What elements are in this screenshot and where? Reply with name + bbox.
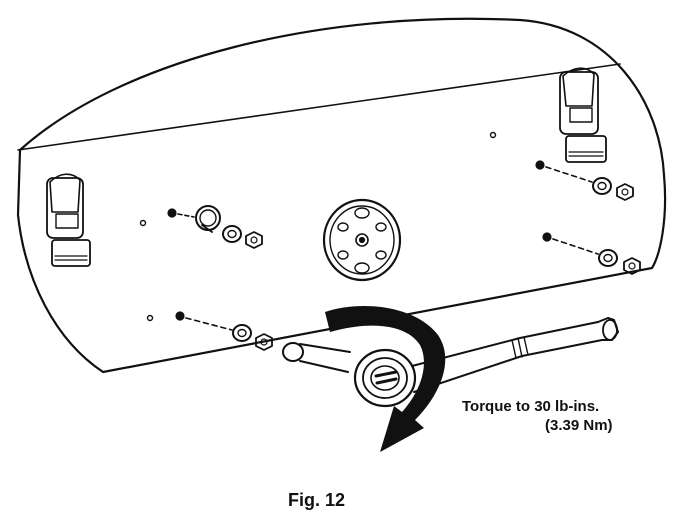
wrench-icon [282, 317, 619, 408]
fastener-group-left-icon [167, 205, 263, 249]
fastener-group-right-lower-icon [542, 232, 641, 275]
fastener-group-lower-icon [175, 311, 273, 351]
torque-spec-label: Torque to 30 lb-ins. [462, 398, 600, 415]
panel-edge-line [17, 63, 621, 151]
latch-left-icon [46, 173, 91, 267]
panel-outline [16, 17, 667, 374]
fastener-group-right-upper-icon [535, 160, 634, 201]
rotation-arrow-icon [325, 305, 446, 452]
torque-spec-metric: (3.39 Nm) [545, 417, 613, 434]
center-hub-icon [322, 198, 402, 282]
latch-right-icon [559, 67, 607, 163]
figure-caption: Fig. 12 [288, 490, 346, 510]
